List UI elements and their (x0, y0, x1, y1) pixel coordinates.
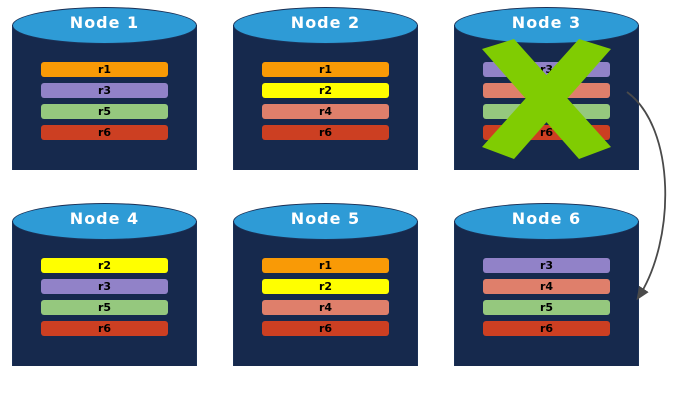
record-bar: r6 (262, 321, 389, 336)
record-bar: r1 (262, 62, 389, 77)
record-bar: r5 (483, 104, 610, 119)
record-list: r2 r3 r5 r6 (41, 258, 168, 336)
record-bar: r2 (41, 258, 168, 273)
record-bar: r3 (41, 279, 168, 294)
cylinder-top (12, 7, 197, 44)
record-bar: r3 (483, 62, 610, 77)
cylinder-top (454, 203, 639, 240)
record-list: r1 r2 r4 r6 (262, 62, 389, 140)
record-bar: r3 (483, 258, 610, 273)
record-bar: r5 (41, 300, 168, 315)
record-bar: r2 (262, 83, 389, 98)
record-list: r1 r3 r5 r6 (41, 62, 168, 140)
record-bar: r4 (262, 104, 389, 119)
record-bar: r6 (262, 125, 389, 140)
record-bar: r1 (41, 62, 168, 77)
record-bar: r2 (262, 279, 389, 294)
record-bar: r4 (262, 300, 389, 315)
record-list: r3 r4 r5 r6 (483, 62, 610, 140)
cylinder-top (233, 203, 418, 240)
record-list: r3 r4 r5 r6 (483, 258, 610, 336)
record-bar: r6 (483, 321, 610, 336)
record-bar: r6 (41, 321, 168, 336)
record-bar: r4 (483, 83, 610, 98)
record-bar: r1 (262, 258, 389, 273)
cylinder-top (454, 7, 639, 44)
cylinder-top (12, 203, 197, 240)
record-bar: r3 (41, 83, 168, 98)
record-bar: r6 (41, 125, 168, 140)
record-bar: r4 (483, 279, 610, 294)
record-bar: r6 (483, 125, 610, 140)
cylinder-top (233, 7, 418, 44)
record-list: r1 r2 r4 r6 (262, 258, 389, 336)
record-bar: r5 (41, 104, 168, 119)
record-bar: r5 (483, 300, 610, 315)
